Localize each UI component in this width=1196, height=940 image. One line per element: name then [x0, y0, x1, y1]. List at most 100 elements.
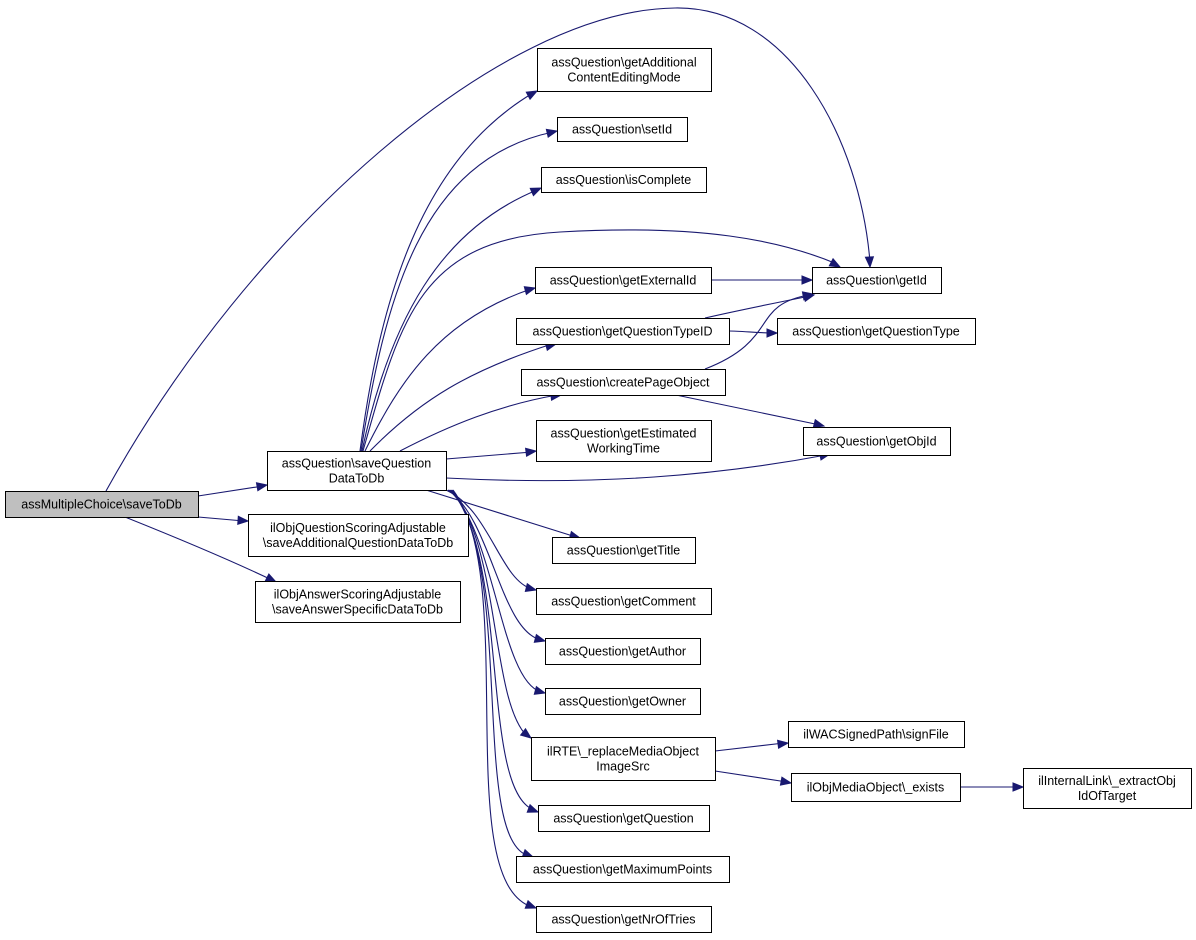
node-box	[255, 581, 461, 623]
node-getQuestionType[interactable]: assQuestion\getQuestionType	[777, 318, 976, 345]
node-box	[812, 267, 942, 294]
node-createPageObject[interactable]: assQuestion\createPageObject	[521, 369, 726, 396]
node-box	[536, 420, 712, 462]
node-label-line: assQuestion\getMaximumPoints	[533, 863, 712, 877]
arrowhead	[237, 515, 250, 525]
node-getTitle[interactable]: assQuestion\getTitle	[552, 537, 696, 564]
node-box	[531, 737, 716, 781]
arrowhead	[864, 256, 875, 269]
edge-line	[445, 451, 533, 460]
arrowhead	[801, 275, 814, 285]
arrowhead	[529, 187, 543, 197]
edge-line	[447, 489, 542, 641]
arrowhead	[776, 739, 790, 750]
arrowhead	[524, 899, 538, 909]
node-box	[557, 117, 688, 142]
edge-saveQDataToDb-to-getExternalId	[364, 286, 537, 452]
edge-line	[425, 489, 577, 538]
node-box	[267, 451, 447, 491]
arrowhead	[1012, 782, 1025, 792]
node-root[interactable]: assMultipleChoice\saveToDb	[5, 491, 199, 518]
edge-line	[445, 454, 827, 482]
node-label-line: assQuestion\setId	[572, 123, 672, 137]
node-box	[521, 369, 726, 396]
node-box	[5, 491, 199, 518]
node-box	[537, 48, 712, 92]
node-box	[541, 167, 707, 193]
edge-saveQDataToDb-to-getQuestionTypeID	[369, 341, 558, 452]
node-label-line: assQuestion\getId	[826, 274, 927, 288]
node-label-line: assQuestion\getEstimated	[551, 427, 697, 441]
arrowhead	[523, 286, 537, 296]
arrowhead	[526, 803, 540, 813]
edge-line	[124, 516, 273, 581]
arrowhead	[264, 573, 278, 583]
edge-line	[359, 92, 534, 452]
node-getMaxPoints[interactable]: assQuestion\getMaximumPoints	[516, 856, 730, 883]
node-box	[777, 318, 976, 345]
node-getExternalId[interactable]: assQuestion\getExternalId	[535, 267, 712, 294]
node-getOwner[interactable]: assQuestion\getOwner	[545, 688, 701, 715]
node-box	[1023, 768, 1192, 809]
edge-line	[704, 294, 810, 370]
edge-root-to-saveQDataToDb	[197, 482, 269, 497]
node-label-line: assQuestion\createPageObject	[536, 376, 710, 390]
arrowhead	[812, 418, 826, 429]
arrowhead	[533, 685, 547, 695]
edge-root-to-getId	[105, 7, 875, 492]
arrowhead	[525, 90, 539, 101]
edge-saveQDataToDb-to-getNrOfTries	[452, 489, 538, 909]
edge-line	[399, 394, 558, 452]
edge-line	[704, 295, 811, 319]
edge-line	[197, 516, 245, 522]
node-label-line: assQuestion\getQuestionTypeID	[533, 325, 713, 339]
node-saveAnswerData[interactable]: ilObjAnswerScoringAdjustable\saveAnswerS…	[255, 581, 461, 623]
node-getObjId[interactable]: assQuestion\getObjId	[803, 427, 951, 456]
edge-line	[452, 489, 533, 908]
node-label-line: assMultipleChoice\saveToDb	[21, 498, 182, 512]
edge-saveQDataToDb-to-getAddContent	[359, 90, 539, 452]
node-getComment[interactable]: assQuestion\getComment	[536, 588, 712, 615]
node-getAuthor[interactable]: assQuestion\getAuthor	[545, 638, 701, 665]
node-mediaExists[interactable]: ilObjMediaObject\_exists	[791, 773, 961, 802]
node-setId[interactable]: assQuestion\setId	[557, 117, 688, 142]
edge-replaceMedia-to-signFile	[714, 739, 790, 752]
node-signFile[interactable]: ilWACSignedPath\signFile	[788, 721, 965, 748]
edge-getQuestionTypeID-to-getQuestionType	[728, 328, 779, 338]
node-box	[791, 773, 961, 802]
node-box	[788, 721, 965, 748]
edge-line	[364, 288, 532, 452]
node-label-line: assQuestion\getQuestion	[553, 812, 693, 826]
node-getAddContent[interactable]: assQuestion\getAdditionalContentEditingM…	[537, 48, 712, 92]
node-box	[545, 688, 701, 715]
node-getId[interactable]: assQuestion\getId	[812, 267, 942, 294]
edge-saveQDataToDb-to-getAuthor	[447, 489, 547, 643]
edge-line	[369, 343, 553, 452]
edge-line	[728, 330, 774, 334]
node-saveAddQData[interactable]: ilObjQuestionScoringAdjustable\saveAddit…	[248, 514, 469, 557]
edge-line	[445, 489, 533, 590]
node-label-line: assQuestion\getComment	[551, 595, 696, 609]
node-getNrOfTries[interactable]: assQuestion\getNrOfTries	[536, 906, 712, 933]
arrowhead	[519, 727, 533, 739]
node-label-line: ilObjMediaObject\_exists	[807, 781, 945, 795]
node-label-line: ilObjQuestionScoringAdjustable	[270, 521, 446, 535]
node-label-line: WorkingTime	[587, 442, 660, 456]
node-box	[536, 588, 712, 615]
node-getQuestionTypeID[interactable]: assQuestion\getQuestionTypeID	[516, 318, 730, 345]
edge-line	[360, 131, 554, 452]
edge-saveQDataToDb-to-setId	[360, 128, 559, 452]
node-isComplete[interactable]: assQuestion\isComplete	[541, 167, 707, 193]
node-label-line: IdOfTarget	[1078, 789, 1137, 803]
node-label-line: ContentEditingMode	[567, 71, 680, 85]
edge-line	[714, 770, 788, 783]
edge-saveQDataToDb-to-getEstimated	[445, 447, 538, 460]
node-box	[535, 267, 712, 294]
node-getQuestion[interactable]: assQuestion\getQuestion	[538, 805, 710, 832]
